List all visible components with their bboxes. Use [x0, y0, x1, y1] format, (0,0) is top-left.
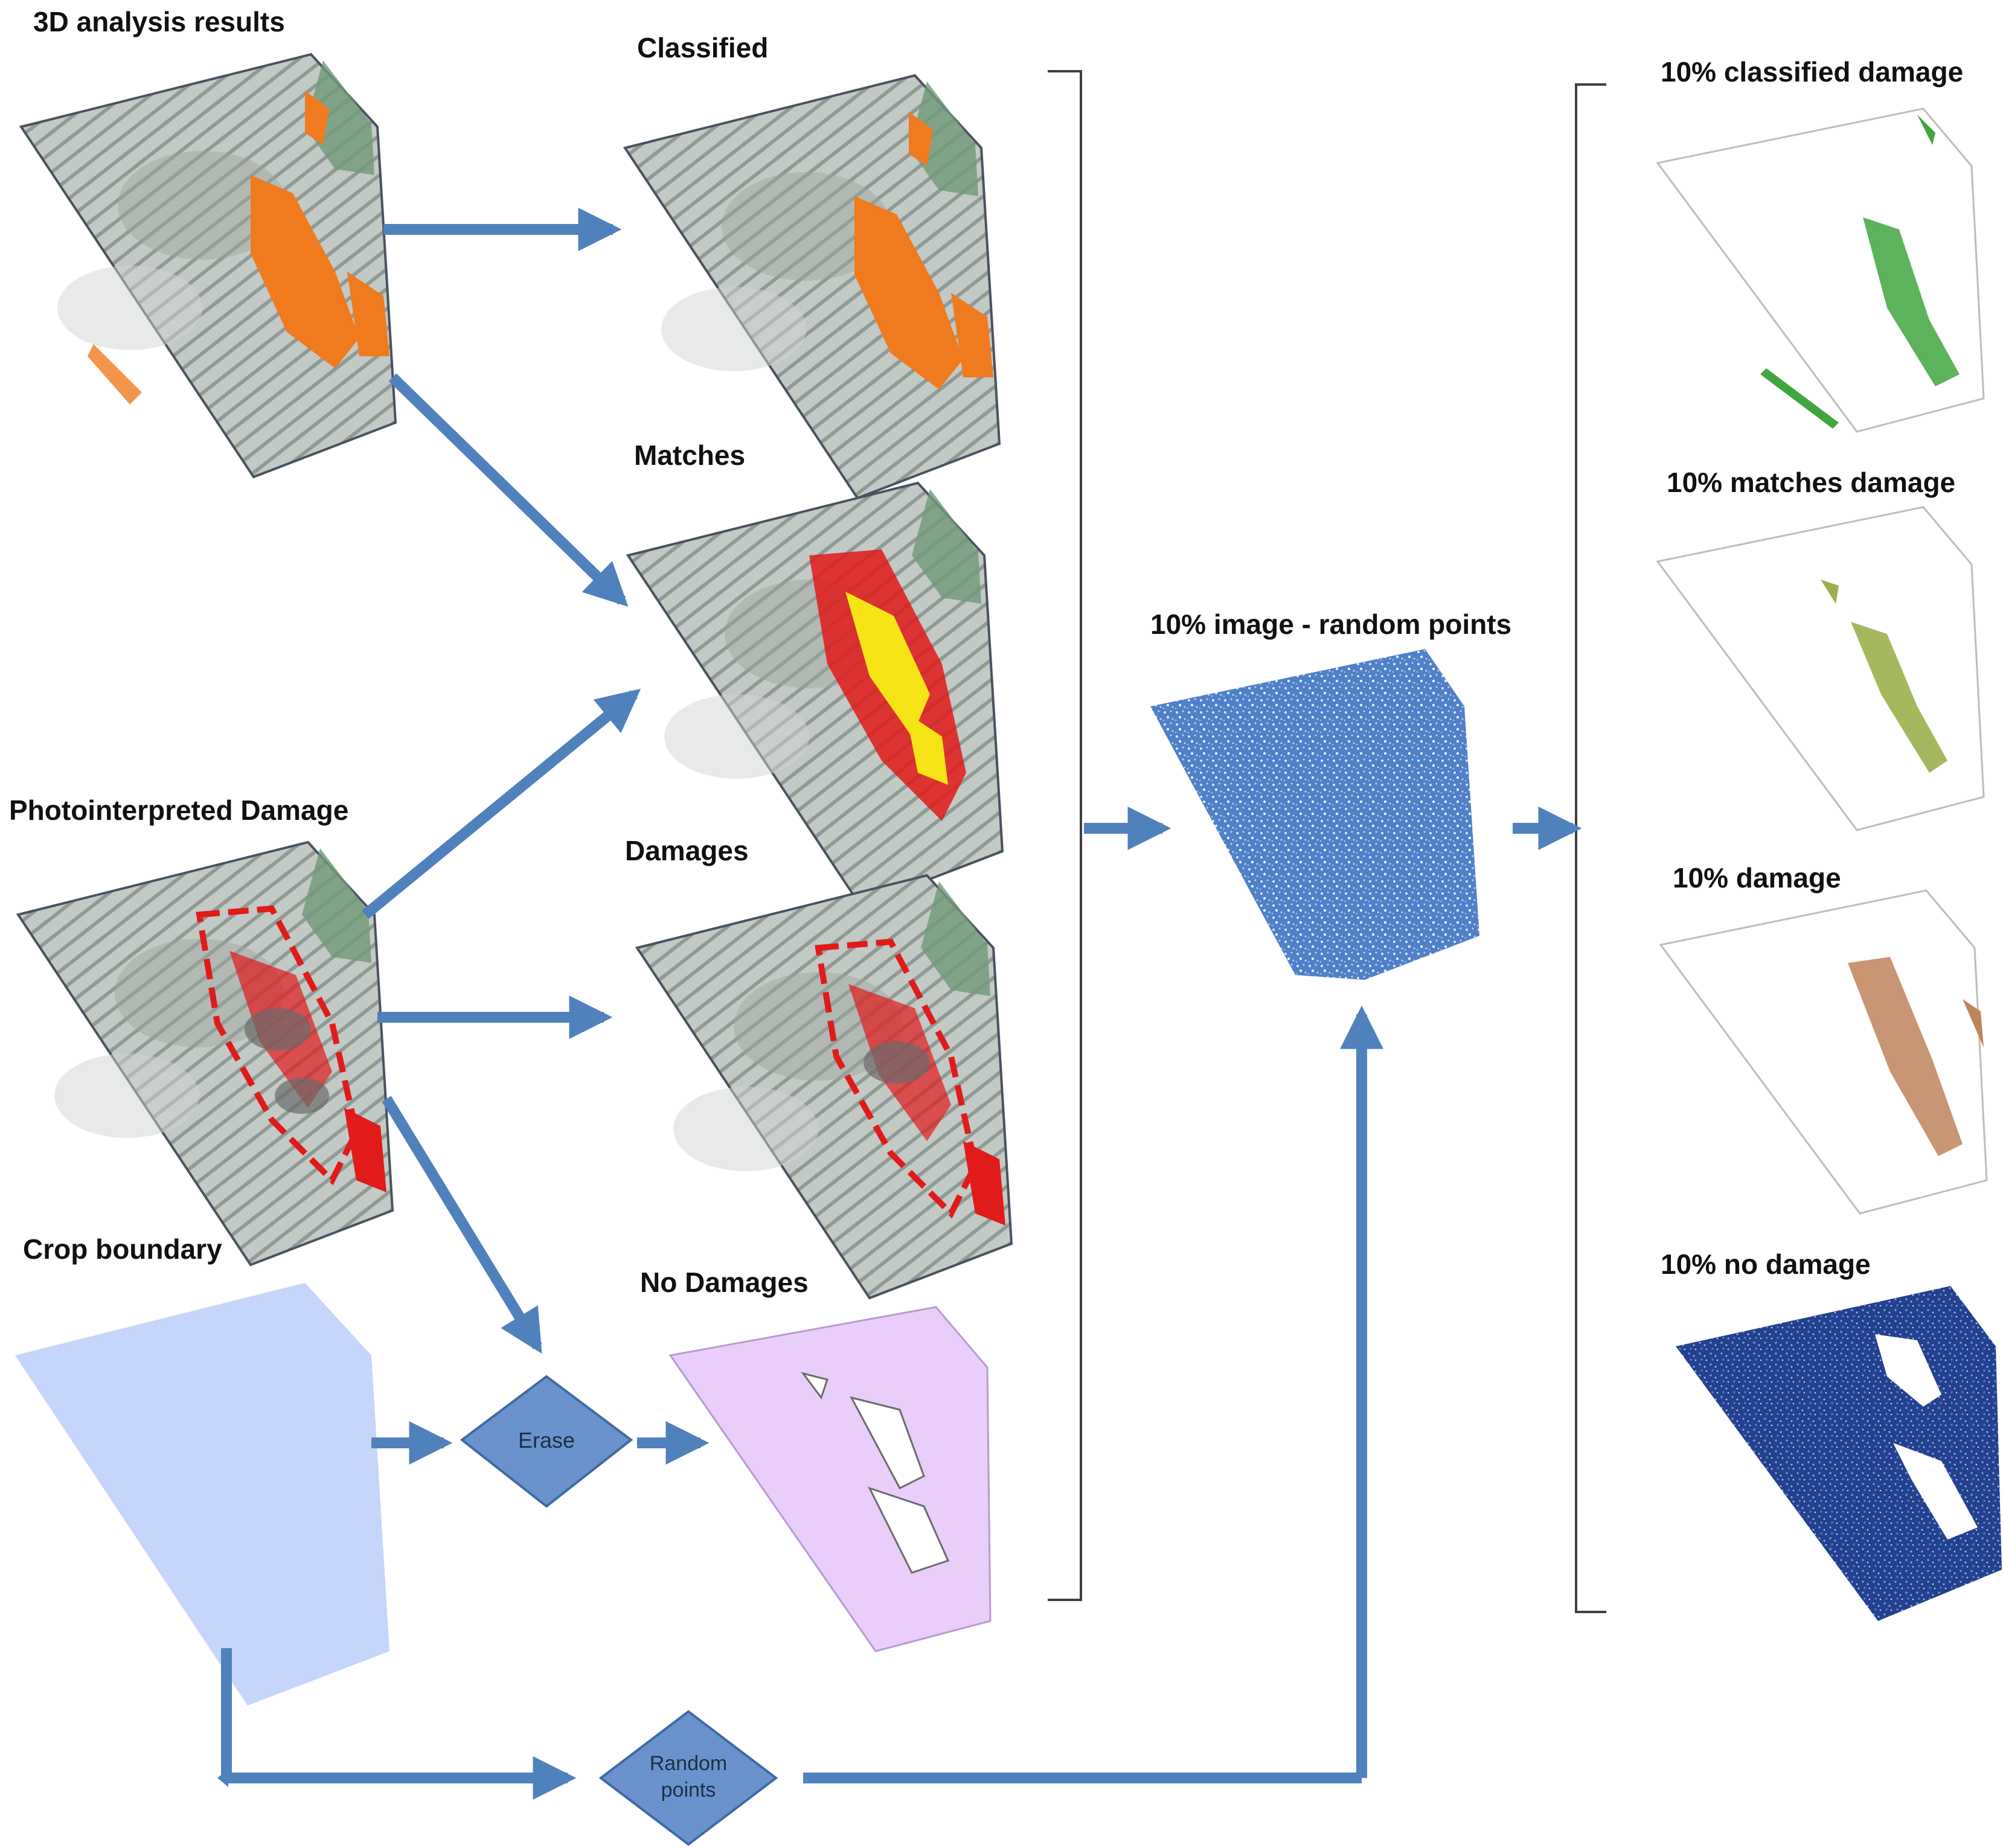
- label-pct-damage: 10% damage: [1673, 862, 1841, 894]
- panel-pct-no-damage: [1676, 1286, 2002, 1621]
- label-pct-no-damage: 10% no damage: [1661, 1249, 1871, 1280]
- arrow-photo-to-erase: [382, 1096, 542, 1354]
- field-matches: [627, 482, 1004, 907]
- bracket-middle: [1048, 70, 1082, 1601]
- label-photointerpreted-damage: Photointerpreted Damage: [9, 795, 348, 826]
- label-3d-analysis: 3D analysis results: [33, 6, 285, 37]
- label-matches: Matches: [634, 440, 745, 471]
- bracket-right: [1575, 83, 1606, 1613]
- label-crop-boundary: Crop boundary: [23, 1233, 222, 1265]
- arrows: [221, 208, 1582, 1800]
- erase-diamond: Erase: [460, 1375, 633, 1508]
- label-random-image: 10% image - random points: [1150, 609, 1511, 640]
- random-label-line2: points: [661, 1779, 716, 1802]
- arrow-photo-to-matches: [362, 688, 641, 919]
- field-no-damages: [668, 1306, 992, 1652]
- random-label-line1: Random: [650, 1752, 728, 1775]
- crop-boundary-shape: [15, 1283, 389, 1706]
- field-photointerpreted-damage: [17, 841, 394, 1266]
- panel-pct-classified: [1656, 107, 1985, 433]
- label-classified: Classified: [637, 32, 768, 63]
- random-points-diamond: Random points: [598, 1710, 778, 1846]
- erase-label: Erase: [518, 1428, 575, 1453]
- panel-pct-matches: [1656, 506, 1985, 831]
- arrow-analysis-to-matches: [388, 373, 629, 607]
- label-damages: Damages: [625, 835, 749, 866]
- field-damages: [636, 874, 1013, 1299]
- label-pct-classified: 10% classified damage: [1661, 56, 1963, 88]
- random-points-image: [1150, 649, 1479, 980]
- panel-pct-damage: [1659, 889, 1988, 1215]
- field-classified: [624, 74, 1001, 499]
- field-3d-analysis: [20, 53, 397, 478]
- label-no-damages: No Damages: [640, 1267, 809, 1298]
- label-pct-matches: 10% matches damage: [1667, 467, 1955, 498]
- arrow-crop-corner: [217, 1769, 228, 1787]
